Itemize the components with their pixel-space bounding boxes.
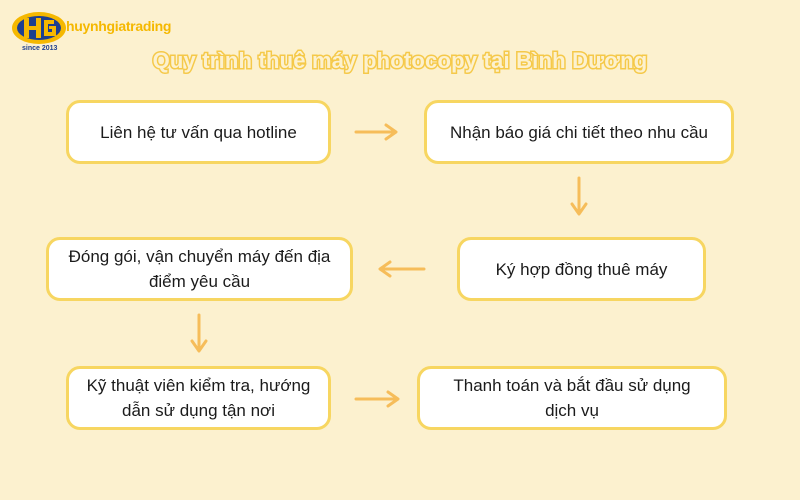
company-logo: huynhgiatrading since 2013 — [8, 8, 172, 56]
step-5-box: Kỹ thuật viên kiểm tra, hướng dẫn sử dụn… — [66, 366, 331, 430]
page-title: Quy trình thuê máy photocopy tại Bình Dư… — [151, 47, 649, 75]
hg-logo-icon — [12, 12, 66, 44]
arrow-right-icon — [354, 123, 398, 141]
step-1-box: Liên hệ tư vấn qua hotline — [66, 100, 331, 164]
step-4-box: Đóng gói, vận chuyển máy đến địa điểm yê… — [46, 237, 353, 301]
arrow-right-icon — [354, 390, 400, 408]
step-3-box: Ký hợp đồng thuê máy — [457, 237, 706, 301]
step-6-box: Thanh toán và bắt đầu sử dụng dịch vụ — [417, 366, 727, 430]
arrow-left-icon — [378, 260, 426, 278]
arrow-down-icon — [190, 313, 208, 353]
step-2-box: Nhận báo giá chi tiết theo nhu cầu — [424, 100, 734, 164]
arrow-down-icon — [570, 176, 588, 216]
logo-since-text: since 2013 — [22, 45, 58, 52]
logo-wordmark: huynhgiatrading — [66, 18, 172, 34]
